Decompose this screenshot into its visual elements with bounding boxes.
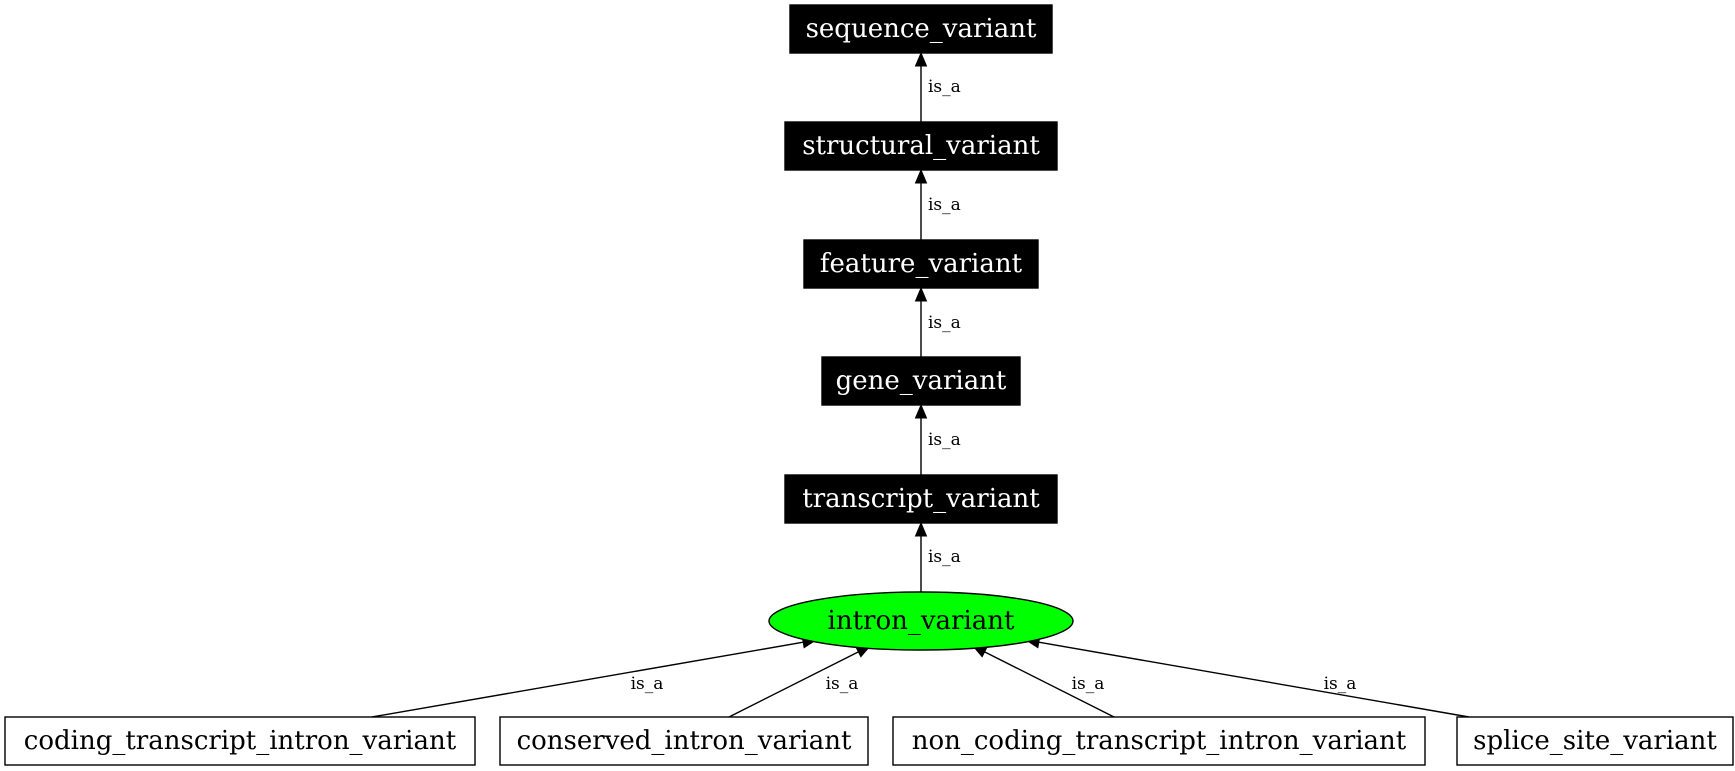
node-label: gene_variant: [836, 366, 1007, 396]
node-splice-site-variant[interactable]: splice_site_variant: [1456, 716, 1734, 766]
node-sequence-variant[interactable]: sequence_variant: [789, 4, 1053, 54]
edge-label: is_a: [928, 195, 961, 215]
edge-gene_variant-to-feature_variant: is_a: [914, 286, 961, 357]
edge-line: [728, 651, 859, 718]
node-label: non_coding_transcript_intron_variant: [912, 726, 1407, 756]
node-coding-transcript-intron-variant[interactable]: coding_transcript_intron_variant: [4, 716, 476, 766]
edge-line: [371, 641, 804, 718]
edge-label: is_a: [1072, 674, 1105, 694]
edge-label: is_a: [826, 674, 859, 694]
edge-feature_variant-to-structural_variant: is_a: [914, 168, 961, 240]
node-shape: [784, 121, 1058, 171]
node-shape: [821, 356, 1021, 406]
node-shape: [789, 4, 1053, 54]
node-non-coding-transcript-intron-variant[interactable]: non_coding_transcript_intron_variant: [892, 716, 1426, 766]
node-structural-variant[interactable]: structural_variant: [784, 121, 1058, 171]
edge-conserved_intron_variant-to-intron_variant: is_a: [728, 645, 872, 718]
edge-label: is_a: [631, 674, 664, 694]
edge-line: [984, 651, 1115, 718]
edge-label: is_a: [928, 547, 961, 567]
node-transcript-variant[interactable]: transcript_variant: [784, 474, 1058, 524]
edges-layer: is_a is_a is_a is_a is_a is_a is_a is_a is_a: [371, 51, 1470, 718]
node-shape: [892, 716, 1426, 766]
node-label: structural_variant: [802, 131, 1040, 161]
nodes-layer: sequence_variant structural_variantfeatur…: [4, 4, 1734, 766]
edge-label: is_a: [928, 313, 961, 333]
node-shape: [784, 474, 1058, 524]
node-label: sequence_variant: [806, 14, 1037, 44]
arrowhead-icon: [914, 286, 928, 302]
node-label: feature_variant: [820, 249, 1023, 279]
edge-structural_variant-to-sequence_variant: is_a: [914, 51, 961, 122]
node-conserved-intron-variant[interactable]: conserved_intron_variant: [499, 716, 869, 766]
arrowhead-icon: [914, 403, 928, 419]
edge-non_coding_transcript_intron_variant-to-intron_variant: is_a: [971, 645, 1115, 718]
node-label: intron_variant: [828, 606, 1016, 636]
node-intron-variant[interactable]: intron_variant: [768, 591, 1074, 651]
arrowhead-icon: [914, 168, 928, 184]
edge-coding_transcript_intron_variant-to-intron_variant: is_a: [371, 636, 818, 718]
node-shape: [499, 716, 869, 766]
node-shape: [803, 239, 1039, 289]
edge-label: is_a: [928, 77, 961, 97]
node-shape: [1456, 716, 1734, 766]
node-label: transcript_variant: [802, 484, 1040, 514]
edge-intron_variant-to-transcript_variant: is_a: [914, 521, 961, 592]
node-label: conserved_intron_variant: [517, 726, 852, 756]
edge-label: is_a: [1324, 674, 1357, 694]
node-feature-variant[interactable]: feature_variant: [803, 239, 1039, 289]
node-shape: [768, 591, 1074, 651]
arrowhead-icon: [914, 521, 928, 537]
arrowhead-icon: [914, 51, 928, 67]
node-label: coding_transcript_intron_variant: [24, 726, 457, 756]
edge-line: [1038, 641, 1470, 718]
node-label: splice_site_variant: [1473, 726, 1717, 756]
node-gene-variant[interactable]: gene_variant: [821, 356, 1021, 406]
edge-label: is_a: [928, 430, 961, 450]
edge-transcript_variant-to-gene_variant: is_a: [914, 403, 961, 475]
node-shape: [4, 716, 476, 766]
